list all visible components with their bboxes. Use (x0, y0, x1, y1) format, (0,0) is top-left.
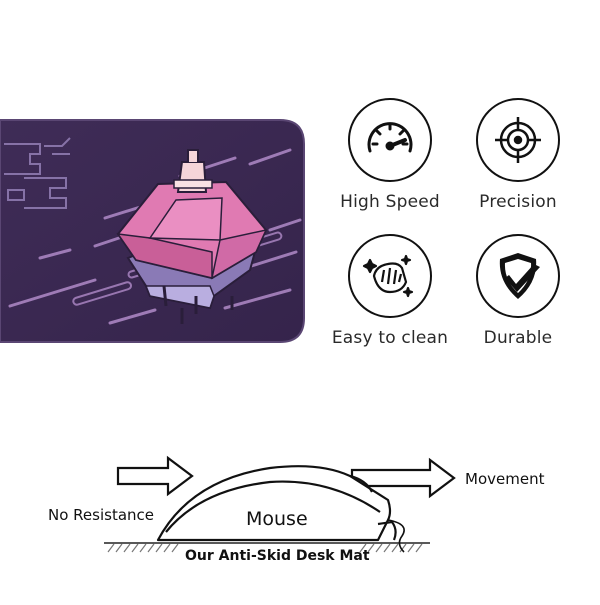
feature-label: Durable (483, 328, 553, 348)
keyboard-switch-illustration (116, 149, 268, 324)
crosshair-icon (476, 98, 560, 182)
feature-label: High Speed (340, 192, 440, 212)
no-resistance-label: No Resistance (48, 506, 154, 524)
feature-label: Easy to clean (331, 328, 449, 348)
wipe-cloth-hand-icon (348, 234, 432, 318)
speedometer-icon (348, 98, 432, 182)
mouse-illustration (156, 465, 405, 553)
desk-surface (104, 542, 430, 553)
movement-label: Movement (465, 470, 545, 488)
shield-check-icon (476, 234, 560, 318)
mouse-label: Mouse (246, 508, 308, 530)
desk-mat-illustration (0, 118, 306, 344)
feature-durable: Durable (458, 234, 578, 348)
desk-mat-caption: Our Anti-Skid Desk Mat (185, 548, 370, 564)
feature-high-speed: High Speed (330, 98, 450, 212)
feature-easy-to-clean: Easy to clean (330, 234, 450, 348)
glide-diagram (0, 440, 600, 600)
feature-label: Precision (479, 192, 557, 212)
arrow-right-icon (116, 455, 194, 497)
feature-precision: Precision (458, 98, 578, 212)
